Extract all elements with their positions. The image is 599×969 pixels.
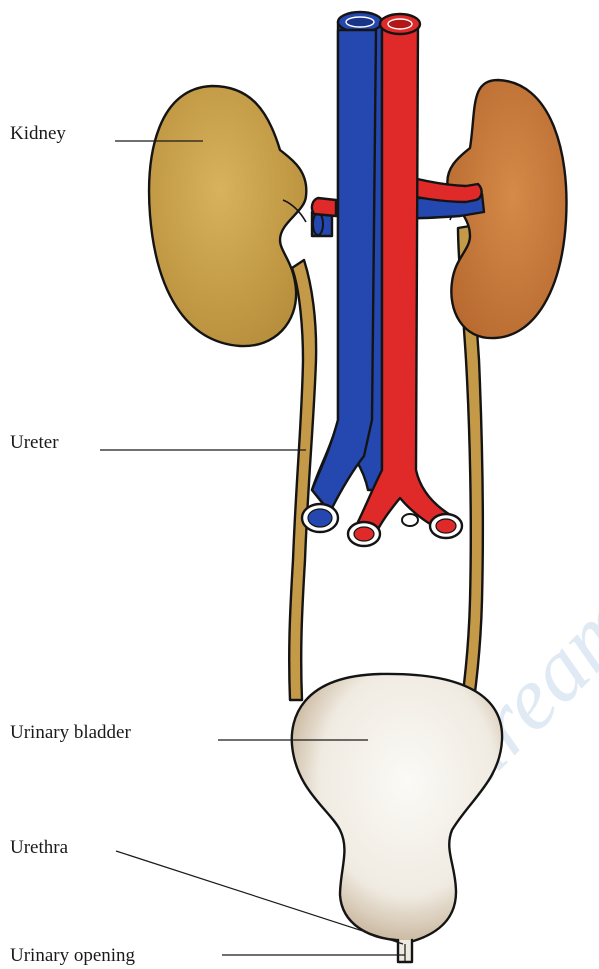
ureter-label: Ureter [10, 432, 59, 453]
vena-cava-front [312, 30, 376, 512]
artery-bottom-inner-right [436, 519, 456, 533]
urinary-bladder [292, 674, 502, 944]
renal-artery-left [312, 198, 336, 216]
urinary-opening-label: Urinary opening [10, 945, 136, 966]
vena-cava-top-inner [346, 17, 374, 27]
kidney-label: Kidney [10, 123, 66, 144]
urethra-label: Urethra [10, 837, 69, 858]
artery-bottom-opening-mid [402, 514, 418, 526]
artery-bottom-inner-left [354, 527, 374, 541]
vena-cava-bottom-inner [308, 509, 332, 527]
ureter-left [289, 260, 316, 700]
kidney-left [149, 86, 306, 346]
urinary-bladder-label: Urinary bladder [10, 722, 131, 743]
aorta-top-inner [388, 19, 412, 29]
renal-vein-left-opening [313, 213, 323, 235]
